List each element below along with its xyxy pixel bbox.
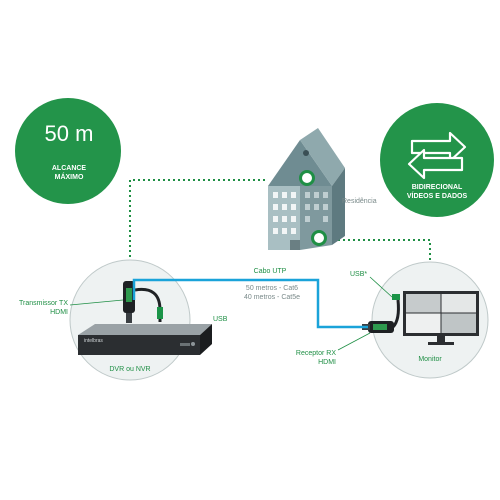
transmissor-label-line2: HDMI	[50, 309, 68, 316]
dotted-line-right	[323, 239, 431, 262]
bidirectional-label-line2: VÍDEOS E DADOS	[406, 193, 468, 200]
monitor-device	[403, 291, 479, 345]
rx-usb-plug	[392, 294, 400, 300]
bidirectional-arrows-icon	[407, 131, 467, 180]
range-label-line1: ALCANCE	[51, 165, 87, 172]
usb-right-label: USB*	[350, 271, 368, 278]
dotted-line-left	[129, 179, 268, 262]
tx-usb-plug	[157, 307, 163, 319]
distance-cat5e-label: 40 metros - Cat5e	[243, 294, 301, 301]
rx-usb-cable	[391, 299, 400, 329]
dotted-connectors	[129, 179, 431, 262]
transmissor-label-line1: Transmissor TX	[18, 300, 68, 307]
range-label-line2: MÁXIMO	[54, 174, 84, 181]
dvr-label: DVR ou NVR	[109, 366, 151, 373]
bidirectional-label-line1: BIDIRECIONAL	[411, 184, 463, 191]
dvr-device	[78, 324, 212, 355]
usb-left-label: USB	[213, 316, 228, 323]
label-leaders	[69, 276, 393, 351]
utp-cable-line	[132, 278, 368, 329]
receptor-label-line2: HDMI	[318, 359, 336, 366]
dvr-brand-logo: intelbras	[84, 338, 103, 344]
monitor-label: Monitor	[418, 356, 442, 363]
receptor-label-line1: Receptor RX	[295, 350, 336, 357]
cabo-utp-label: Cabo UTP	[253, 268, 287, 275]
range-value: 50 m	[44, 121, 94, 146]
range-badge	[15, 98, 121, 204]
residencia-label: Residência	[342, 198, 377, 205]
distance-cat6-label: 50 metros - Cat6	[245, 285, 299, 292]
residence-building-icon	[268, 128, 345, 250]
building-node-top	[299, 170, 315, 186]
transmitter-tx-device	[123, 281, 135, 323]
building-node-bottom	[311, 230, 327, 246]
